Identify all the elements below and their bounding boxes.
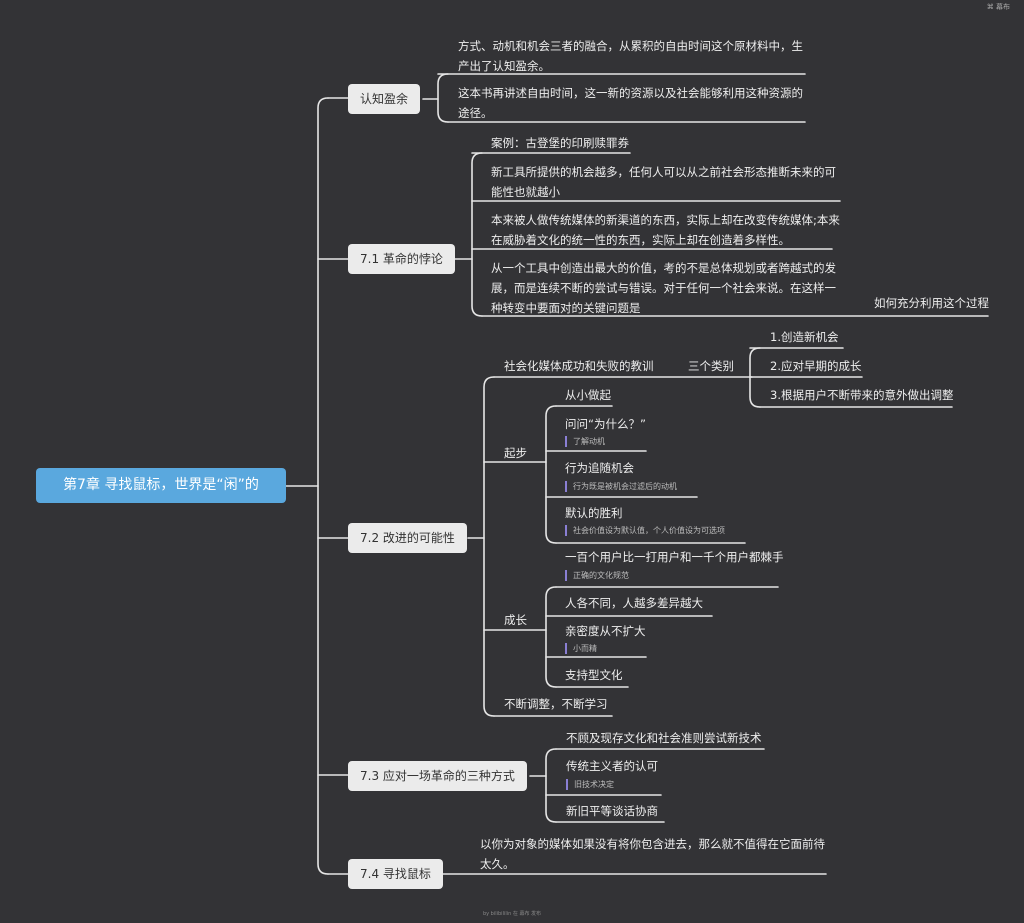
start-item-4: 默认的胜利 — [565, 506, 623, 520]
grow-label: 成长 — [504, 613, 527, 627]
start-label: 起步 — [504, 446, 527, 460]
start-item-2: 问问“为什么？” — [565, 417, 646, 431]
s4-item-1: 不顾及现存文化和社会准则尝试新技术 — [566, 731, 762, 745]
start-item-2-note: 了解动机 — [565, 436, 605, 447]
s2-item-2: 新工具所提供的机会越多，任何人可以从之前社会形态推断未来的可能性也就越小 — [491, 165, 836, 199]
topic-7-2[interactable]: 7.2 改进的可能性 — [348, 523, 467, 553]
grow-item-3-note: 小而精 — [565, 643, 597, 654]
category-3: 3.根据用户不断带来的意外做出调整 — [770, 388, 954, 402]
mubu-logo: ⌘ 幕布 — [986, 3, 1010, 11]
topic-cognitive-surplus[interactable]: 认知盈余 — [348, 84, 421, 114]
categories-label: 三个类别 — [688, 359, 734, 373]
s4-item-3: 新旧平等谈话协商 — [566, 804, 658, 818]
topic-7-1[interactable]: 7.1 革命的悖论 — [348, 244, 455, 274]
topic-7-3[interactable]: 7.3 应对一场革命的三种方式 — [348, 761, 527, 791]
s2-item-4-sub: 如何充分利用这个过程 — [874, 296, 989, 310]
root-topic[interactable]: 第7章 寻找鼠标，世界是“闲”的 — [36, 468, 286, 503]
grow-item-2: 人各不同，人越多差异越大 — [565, 596, 703, 610]
grow-item-1-note: 正确的文化规范 — [565, 570, 629, 581]
start-item-3-note: 行为既是被机会过滤后的动机 — [565, 481, 677, 492]
s2-item-4: 从一个工具中创造出最大的价值，考的不是总体规划或者跨越式的发展，而是连续不断的尝… — [491, 261, 836, 315]
topic-7-4[interactable]: 7.4 寻找鼠标 — [348, 859, 443, 889]
grow-item-4: 支持型文化 — [565, 668, 623, 682]
footer-credit: by bilibililin 在 幕布 发布 — [482, 911, 542, 917]
s2-item-1: 案例：古登堡的印刷赎罪券 — [491, 136, 629, 150]
category-2: 2.应对早期的成长 — [770, 359, 862, 373]
grow-item-1: 一百个用户比一打用户和一千个用户都棘手 — [565, 550, 784, 564]
s1-item-1: 方式、动机和机会三者的融合，从累积的自由时间这个原材料中，生产出了认知盈余。 — [458, 39, 803, 73]
s4-item-2: 传统主义者的认可 — [566, 759, 658, 773]
s1-item-2: 这本书再讲述自由时间，这一新的资源以及社会能够利用这种资源的途径。 — [458, 86, 803, 120]
start-item-4-note: 社会价值设为默认值，个人价值设为可选项 — [565, 525, 725, 536]
s4-item-2-note: 旧技术决定 — [566, 779, 614, 790]
lesson-label: 社会化媒体成功和失败的教训 — [504, 359, 654, 373]
grow-item-3: 亲密度从不扩大 — [565, 624, 646, 638]
start-item-1: 从小做起 — [565, 388, 611, 402]
keep-adjusting: 不断调整，不断学习 — [504, 697, 608, 711]
category-1: 1.创造新机会 — [770, 330, 839, 344]
s5-item-1: 以你为对象的媒体如果没有将你包含进去，那么就不值得在它面前待太久。 — [480, 837, 825, 871]
s2-item-3: 本来被人做传统媒体的新渠道的东西，实际上却在改变传统媒体;本来在威胁着文化的统一… — [491, 213, 840, 247]
start-item-3: 行为追随机会 — [565, 461, 634, 475]
